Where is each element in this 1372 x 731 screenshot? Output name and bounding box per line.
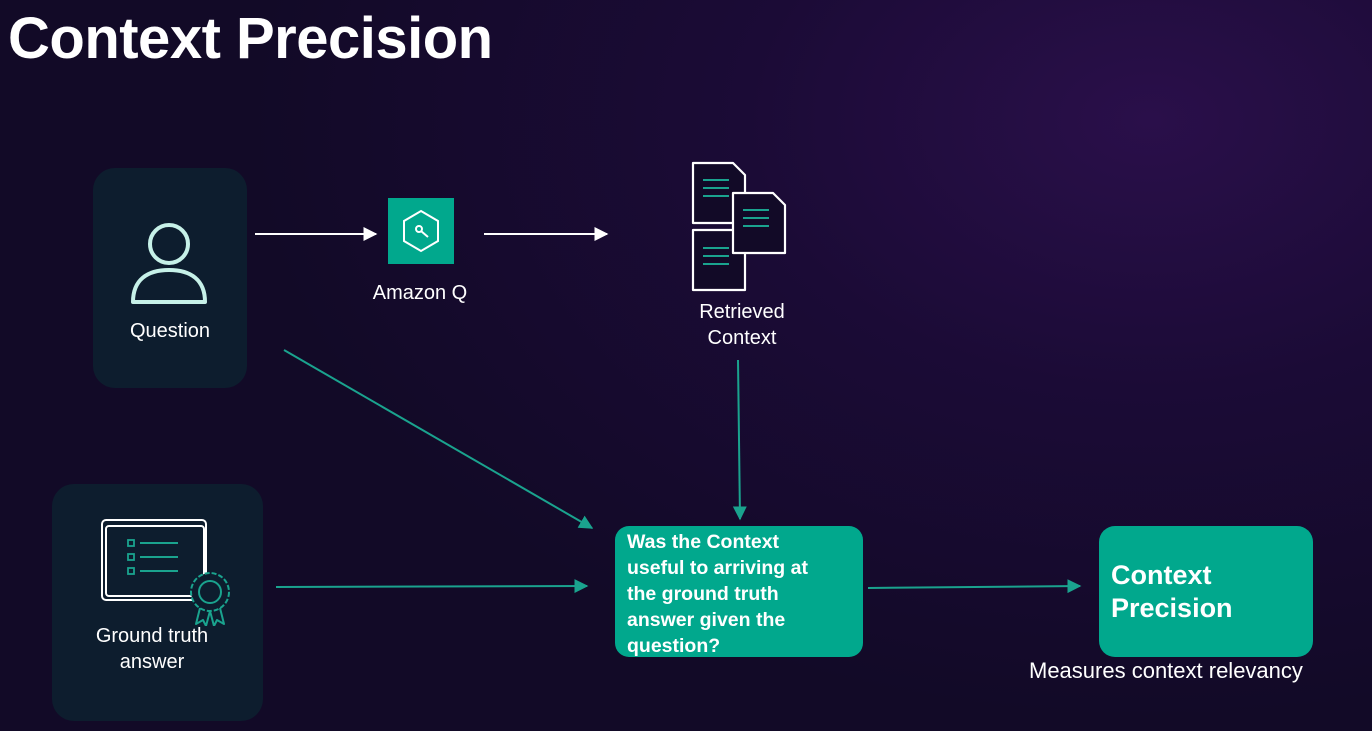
arrow-context-to-evaluation — [732, 359, 747, 521]
result-line2: Precision — [1111, 593, 1233, 623]
evaluation-line-3: the ground truth — [627, 583, 779, 605]
arrow-groundtruth-to-evaluation — [275, 579, 589, 594]
certificate-icon — [101, 519, 230, 626]
retrieved-context-line1: Retrieved — [699, 301, 785, 323]
result-caption: Measures context relevancy — [1029, 658, 1303, 683]
amazon-q-icon — [403, 209, 439, 253]
context-precision-box: Context Precision — [1099, 526, 1313, 657]
evaluation-question-box: Was the Context useful to arriving at th… — [615, 526, 863, 657]
amazon-q-node — [388, 198, 454, 264]
question-label: Question — [129, 320, 211, 342]
evaluation-line-5: question? — [627, 635, 721, 657]
evaluation-line-2: useful to arriving at — [627, 557, 808, 579]
retrieved-context-line2: Context — [707, 327, 777, 349]
page-title: Context Precision — [8, 6, 493, 71]
question-card: Question — [93, 168, 247, 388]
evaluation-line-1: Was the Context — [627, 531, 780, 553]
user-icon — [131, 223, 207, 304]
ground-truth-line1: Ground truth — [95, 625, 209, 647]
retrieved-context-label: Retrieved Context — [672, 299, 812, 351]
ground-truth-card: Ground truth answer — [52, 484, 263, 721]
evaluation-line-4: answer given the — [627, 609, 786, 631]
arrow-evaluation-to-result — [867, 579, 1082, 594]
documents-icon — [691, 161, 787, 292]
result-line1: Context — [1111, 560, 1212, 590]
ground-truth-line2: answer — [119, 651, 185, 673]
arrow-question-to-evaluation — [283, 349, 594, 529]
ground-truth-label: Ground truth answer — [52, 623, 252, 675]
amazon-q-label: Amazon Q — [372, 282, 468, 304]
